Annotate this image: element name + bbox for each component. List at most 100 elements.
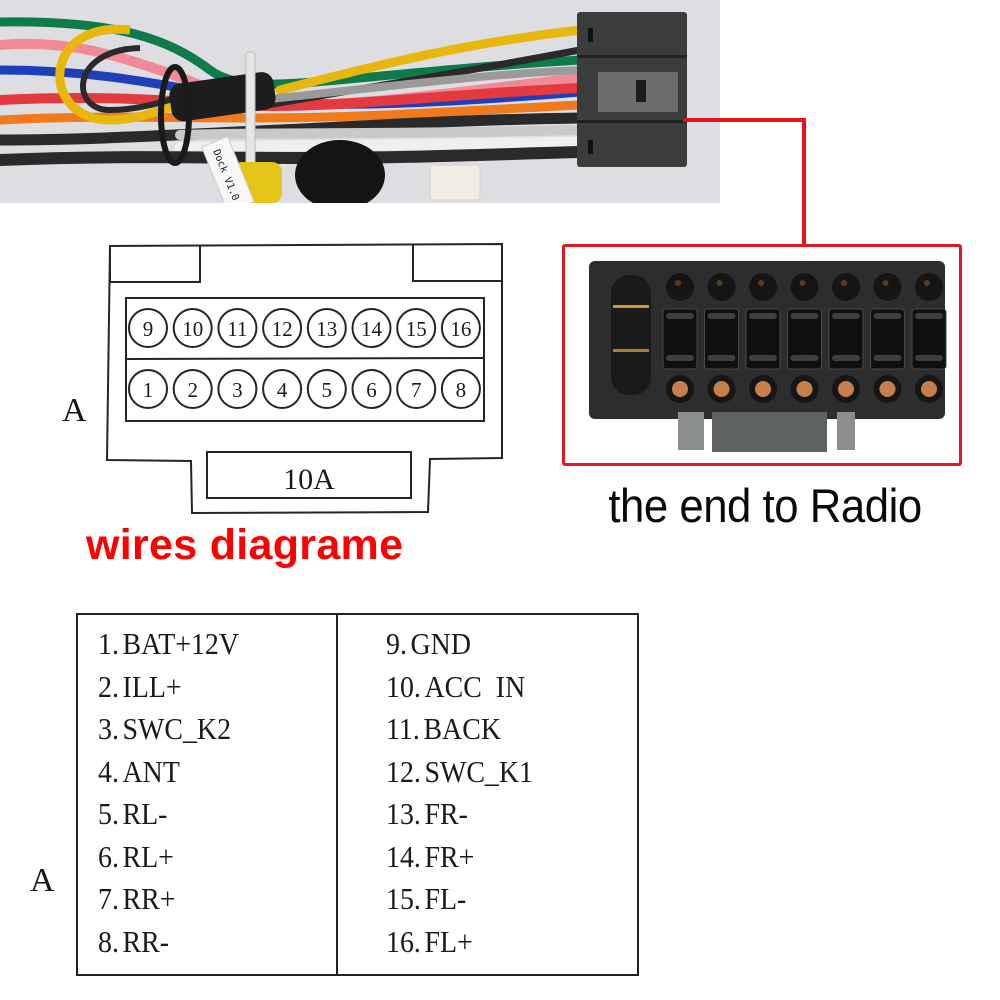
pin-row: 12.SWC_K1 xyxy=(386,753,533,789)
socket-cavity xyxy=(662,308,698,370)
socket-contact-top xyxy=(915,313,943,319)
pin-row: 1.BAT+12V xyxy=(98,626,240,661)
socket-contact-bottom xyxy=(666,355,694,361)
pin-number: 14 xyxy=(361,317,383,341)
socket-glint xyxy=(799,280,806,286)
connector-foot xyxy=(837,412,855,450)
pin-number: 13 xyxy=(316,317,337,341)
socket-glint xyxy=(882,280,889,286)
socket-pin-copper xyxy=(672,381,688,397)
pin-circle xyxy=(172,308,213,348)
socket-hole-top xyxy=(666,273,694,301)
leader-line-vertical xyxy=(802,118,806,246)
socket-hole-top xyxy=(707,273,736,301)
socket-glint xyxy=(758,280,764,286)
socket-hole-top xyxy=(873,273,902,301)
socket-hole-top xyxy=(790,273,819,301)
socket-hole-top xyxy=(915,273,943,301)
pin-number: 7 xyxy=(411,378,422,402)
socket-hole-top xyxy=(832,273,860,301)
pin-number: 1 xyxy=(143,378,154,402)
pin-row: 10.ACC IN xyxy=(386,668,526,704)
connector-key xyxy=(588,28,593,42)
pin-row: 7.RR+ xyxy=(98,881,176,916)
pin-row: 16.FL+ xyxy=(386,923,473,959)
radio-end-frame xyxy=(562,244,962,466)
pin-number: 9 xyxy=(143,317,154,341)
socket-contact-bottom xyxy=(707,355,736,361)
pin-number: 6 xyxy=(366,378,377,402)
pin-circle xyxy=(351,369,392,409)
wire xyxy=(174,136,586,154)
pin-circle xyxy=(306,308,347,348)
wire xyxy=(175,125,585,140)
harness-illustration: Dock V1.0 xyxy=(0,0,720,203)
pin-column-left: 1.BAT+12V 2.ILL+ 3.SWC_K2 4.ANT 5.RL- 6.… xyxy=(78,615,338,974)
radio-end-caption: the end to Radio xyxy=(608,479,922,532)
connector-tab xyxy=(712,412,827,452)
pin-number: 11 xyxy=(227,317,247,341)
fuse-label: 10A xyxy=(283,463,335,496)
socket-pin-copper xyxy=(879,381,896,397)
pin-circle xyxy=(128,308,168,348)
harness-photo: Dock V1.0 xyxy=(0,0,720,203)
socket-glint xyxy=(675,280,681,286)
pin-row: 11.BACK xyxy=(386,711,501,746)
connector-groove xyxy=(577,55,687,58)
small-white-connector xyxy=(429,164,481,201)
socket-contact-bottom xyxy=(873,355,902,361)
socket-pin-copper xyxy=(755,381,771,397)
pin-circle xyxy=(128,369,168,409)
wires-diagram-title: wires diagrame xyxy=(86,521,404,569)
socket-contact-bottom xyxy=(832,355,860,361)
socket-contact-bottom xyxy=(790,355,819,361)
pin-circle xyxy=(217,369,258,409)
pin-circle xyxy=(262,308,303,348)
pin-number: 2 xyxy=(187,378,198,402)
pin-circle xyxy=(306,369,347,409)
table-side-label: A xyxy=(30,862,55,899)
pin-circle xyxy=(396,369,437,409)
socket-cavity xyxy=(828,308,864,370)
pin-row: 8.RR- xyxy=(98,923,170,959)
pin-column-right: 9.GND 10.ACC IN 11.BACK 12.SWC_K1 13.FR-… xyxy=(338,615,637,974)
pin-number: 8 xyxy=(456,378,467,402)
connector-foot xyxy=(678,412,704,450)
pin-number: 16 xyxy=(450,317,471,341)
wire xyxy=(275,25,585,95)
pin-number: 3 xyxy=(232,378,243,402)
connector-key xyxy=(588,140,593,154)
connector-groove xyxy=(577,120,687,123)
socket-glint xyxy=(841,280,847,286)
pin-circle xyxy=(172,369,213,409)
wire xyxy=(256,66,584,104)
socket-hole-top xyxy=(749,273,777,301)
pin-circle xyxy=(262,369,303,409)
zip-tie xyxy=(245,51,256,173)
socket-contact-top xyxy=(666,313,694,319)
socket-pin-copper xyxy=(713,381,730,397)
pin-circle xyxy=(396,308,437,348)
socket-contact-top xyxy=(790,313,819,319)
socket-contact-bottom xyxy=(915,355,943,361)
pin-row: 15.FL- xyxy=(386,881,467,916)
socket-cavity xyxy=(704,308,739,370)
diagram-side-label: A xyxy=(62,392,87,429)
pin-row: 5.RL- xyxy=(98,796,168,831)
pin-number: 15 xyxy=(406,317,427,341)
socket-cavity xyxy=(787,308,822,370)
pin-row: 2.ILL+ xyxy=(98,668,182,704)
key-slot-stripe xyxy=(613,305,649,308)
pin-circle xyxy=(440,369,481,409)
socket-glint xyxy=(716,280,723,286)
socket-cavity xyxy=(911,308,947,370)
connector-key-slot xyxy=(611,275,651,395)
socket-contact-top xyxy=(873,313,902,319)
key-slot-stripe xyxy=(613,349,649,352)
socket-contact-bottom xyxy=(749,355,777,361)
wire xyxy=(0,146,586,166)
socket-pin-copper xyxy=(921,381,937,397)
pin-circle xyxy=(440,308,481,348)
pin-row: 6.RL+ xyxy=(98,838,174,874)
